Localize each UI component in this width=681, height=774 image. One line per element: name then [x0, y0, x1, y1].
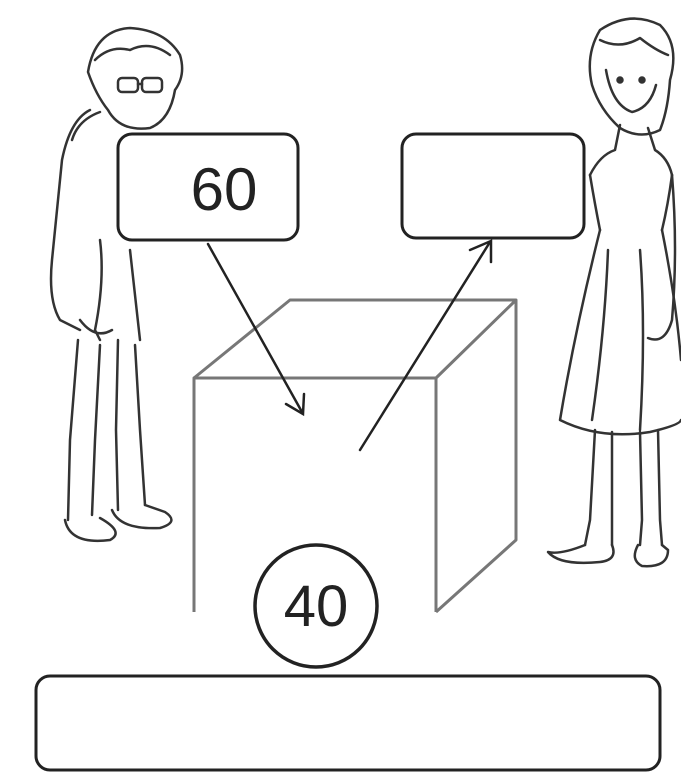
machine-box — [192, 298, 518, 614]
arrows — [206, 239, 493, 452]
box-front-face — [192, 376, 438, 612]
output-box — [400, 132, 586, 240]
machine-circle: 40 — [253, 543, 379, 669]
input-box-value: 60 — [191, 156, 258, 223]
bottom-box — [34, 674, 662, 772]
output-arrow — [358, 240, 492, 452]
girl-figure — [546, 17, 681, 568]
output-arrowhead — [468, 239, 493, 264]
input-box: 60 — [116, 132, 300, 242]
box-top-face — [193, 298, 518, 380]
input-arrow — [206, 242, 304, 414]
input-arrowhead — [284, 392, 306, 417]
boy-figure — [49, 26, 184, 543]
box-side-face — [434, 300, 518, 614]
machine-circle-value: 40 — [284, 574, 349, 639]
